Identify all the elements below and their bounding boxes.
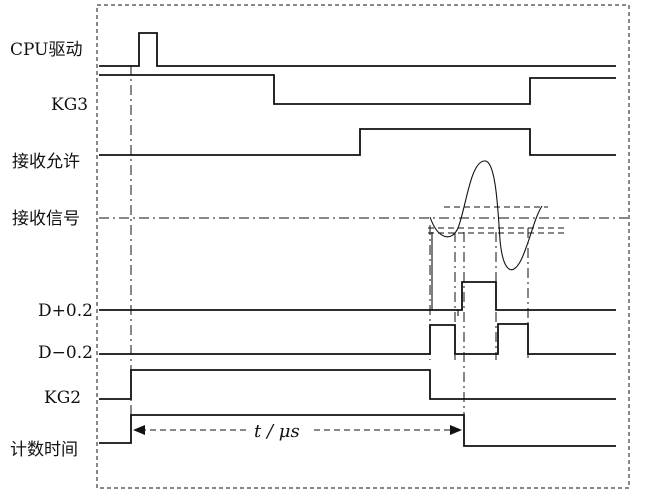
receive-enable-trace — [99, 128, 616, 156]
label-d-minus: D−0.2 — [38, 343, 93, 363]
interval-arrowhead-right — [450, 425, 462, 435]
d-plus-trace — [99, 281, 616, 311]
count-time-trace — [99, 414, 616, 447]
kg2-trace — [99, 369, 616, 400]
diagram-frame — [96, 4, 630, 489]
label-receive-signal: 接收信号 — [12, 209, 80, 229]
label-receive-enable: 接收允许 — [12, 152, 80, 172]
label-kg2: KG2 — [44, 388, 81, 408]
interval-label: t / μs — [254, 421, 300, 442]
cpu-drive-trace — [99, 32, 616, 67]
kg3-trace — [99, 74, 616, 105]
label-cpu-drive: CPU驱动 — [10, 40, 82, 60]
label-d-plus: D+0.2 — [38, 301, 93, 321]
interval-arrowhead-left — [133, 425, 145, 435]
label-count-time: 计数时间 — [10, 440, 78, 460]
d-minus-trace — [99, 323, 616, 355]
label-kg3: KG3 — [51, 95, 88, 115]
receive-signal-waveform — [429, 160, 543, 271]
